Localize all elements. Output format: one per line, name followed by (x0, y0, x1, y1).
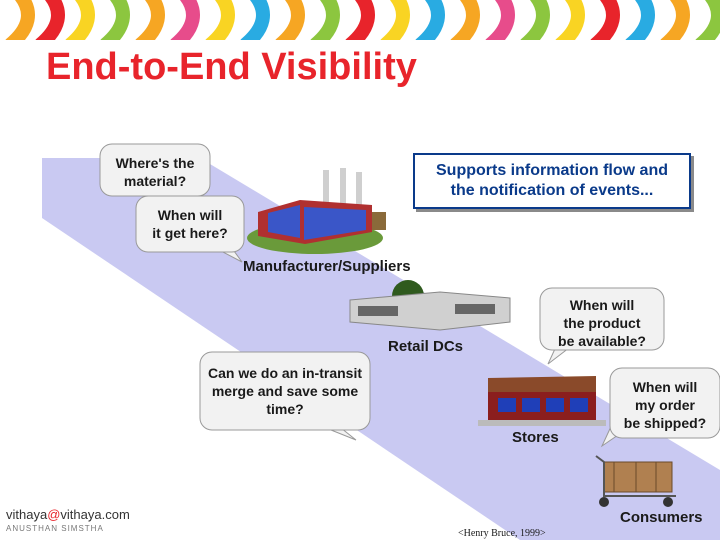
brand-logo: vithaya@vithaya.com (6, 507, 130, 522)
stage-label-consumers: Consumers (620, 509, 703, 526)
store-icon (478, 376, 606, 426)
stage-label-retail-dcs: Retail DCs (388, 338, 463, 355)
bubble-in-transit-text: Can we do an in-transit merge and save s… (202, 364, 368, 418)
stage-label-manufacturer: Manufacturer/Suppliers (243, 258, 411, 275)
info-line-2: the notification of events... (436, 181, 668, 201)
citation: <Henry Bruce, 1999> (458, 528, 546, 539)
brand-tagline: ANUSTHAN SIMSTHA (6, 524, 104, 533)
factory-icon (247, 168, 386, 254)
bubble-material-text: Where's the material? (102, 154, 208, 190)
bubble-get-here-text: When will it get here? (138, 206, 242, 242)
info-line-1: Supports information flow and (436, 161, 668, 181)
stage-label-stores: Stores (512, 429, 559, 446)
bubble-product-text: When will the product be available? (542, 296, 662, 350)
info-box: Supports information flow and the notifi… (413, 153, 691, 209)
bubble-shipped-text: When will my order be shipped? (612, 378, 718, 432)
